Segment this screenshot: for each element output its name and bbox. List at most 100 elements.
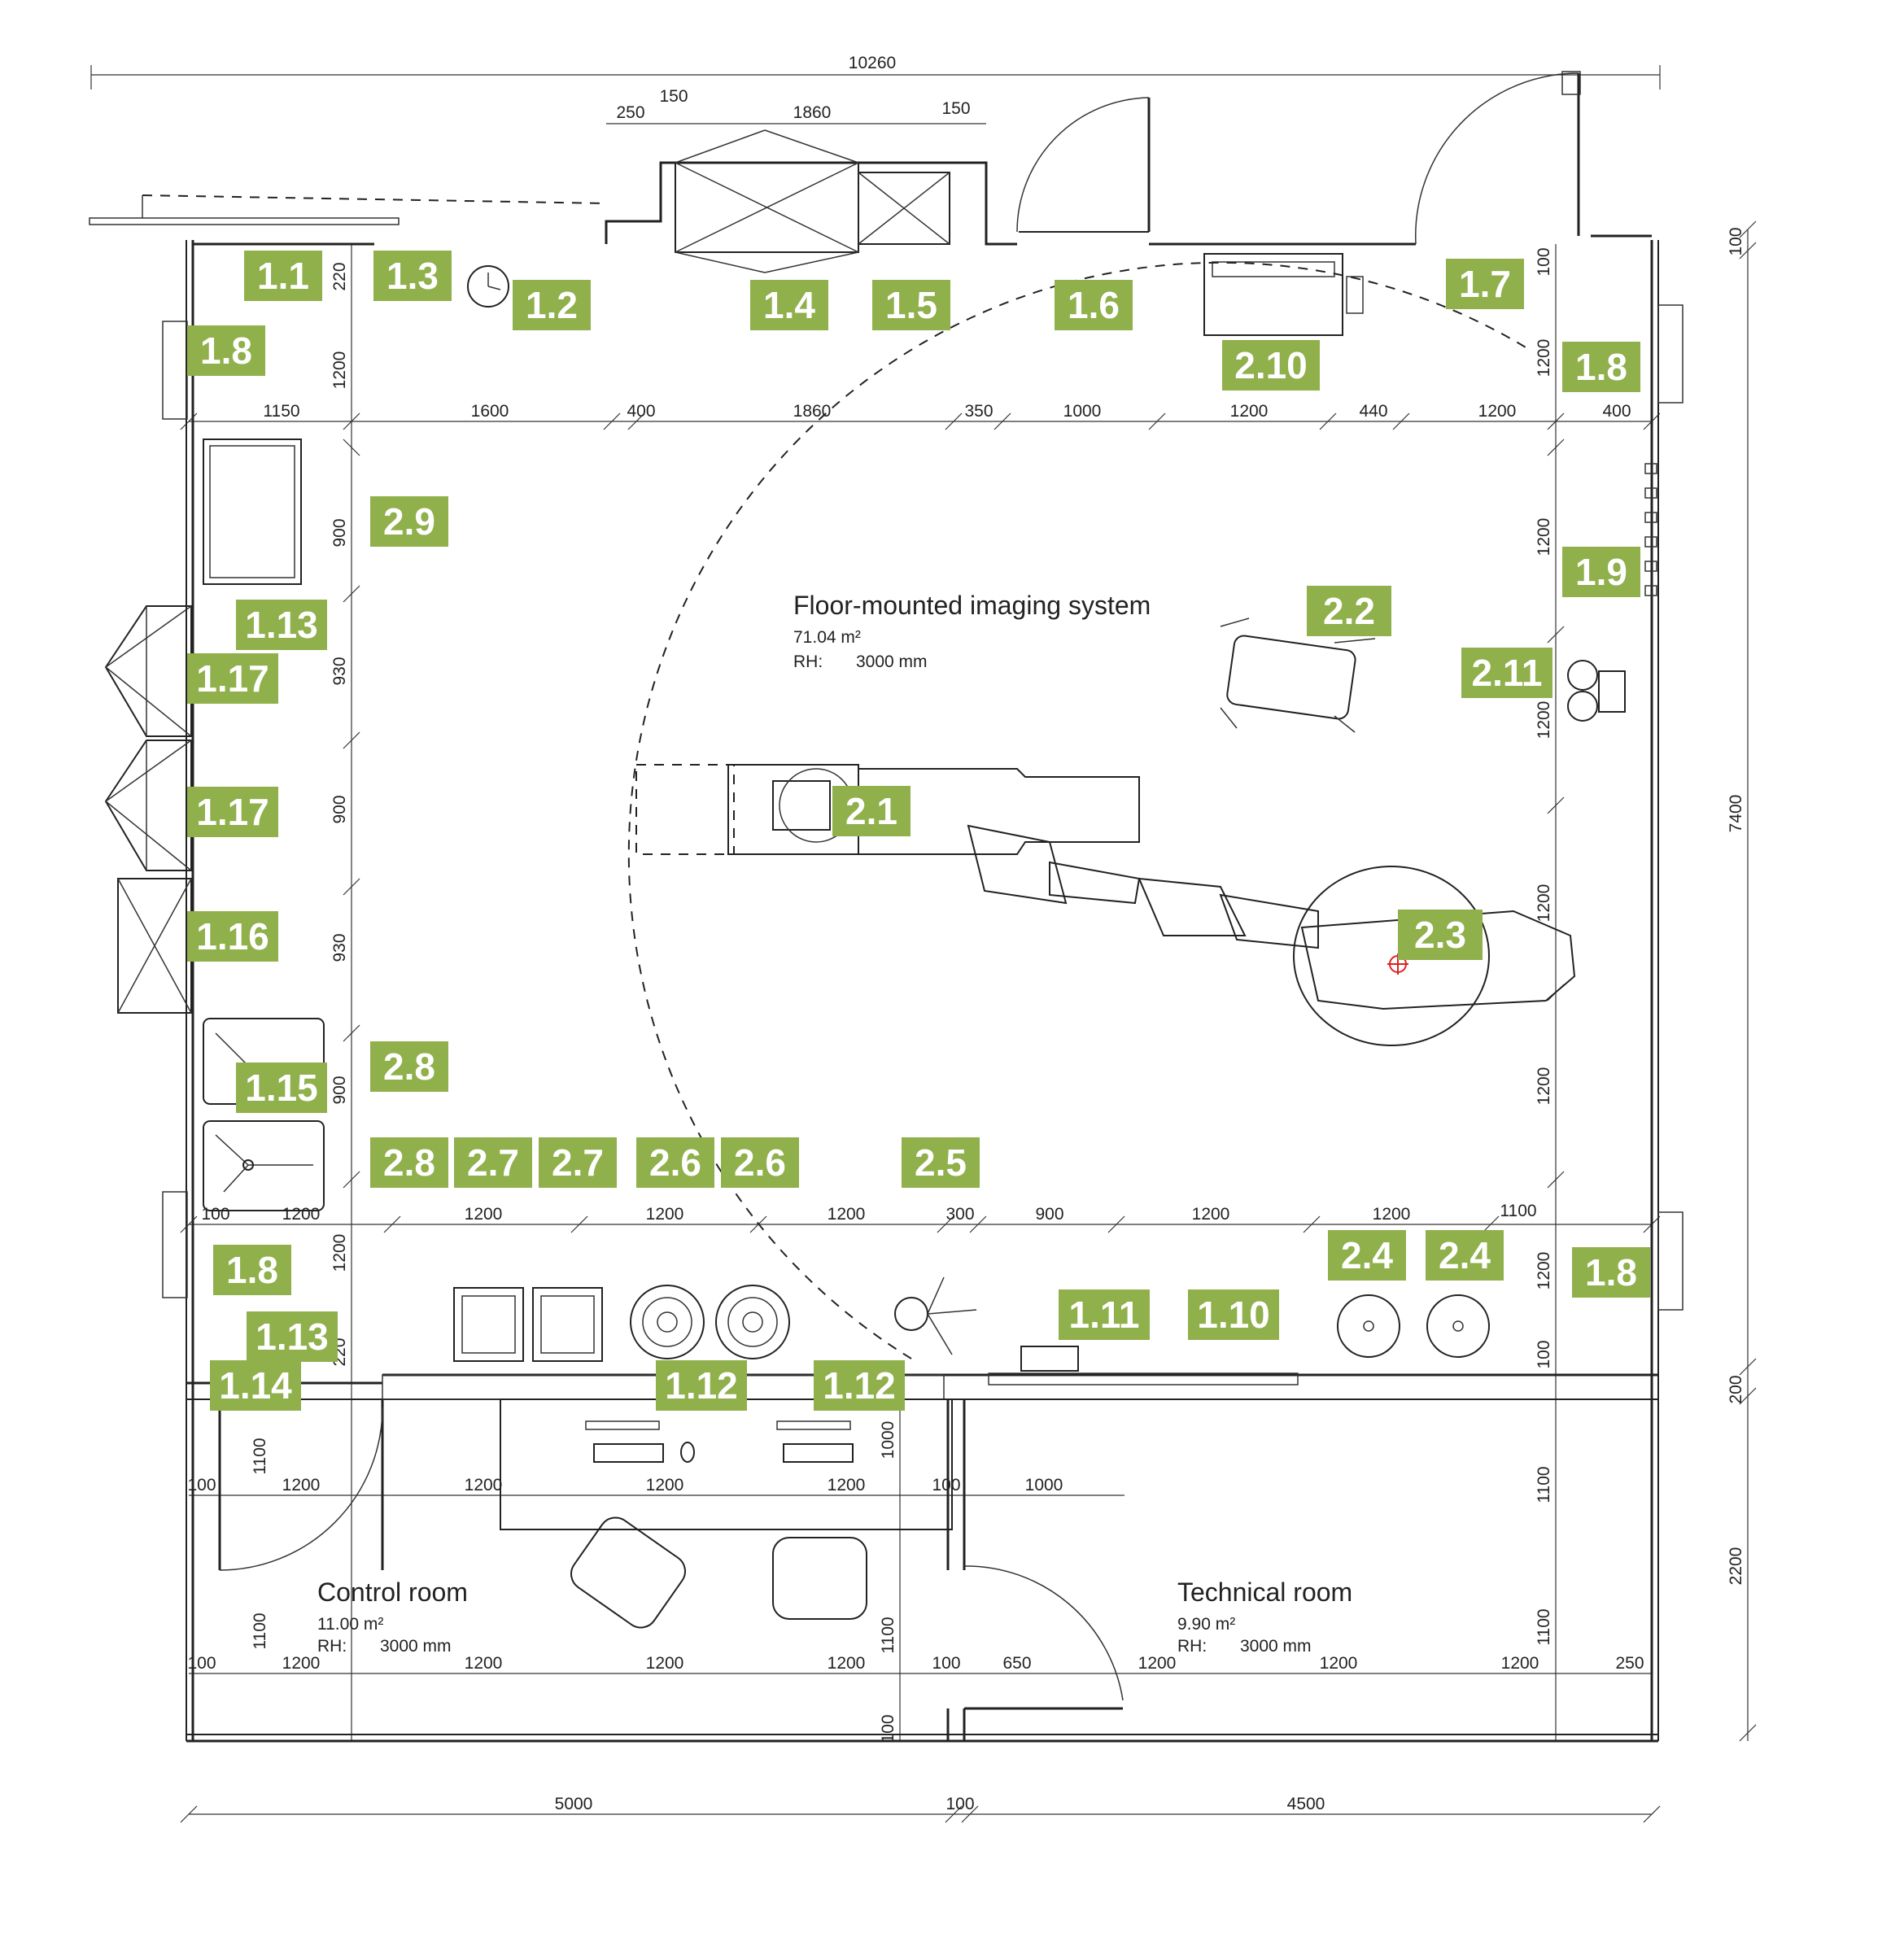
equipment-tag-box xyxy=(1461,648,1552,698)
dim-left-9: 1100 xyxy=(251,1438,269,1474)
dim-bottom-0: 5000 xyxy=(555,1795,593,1813)
equipment-tag-box xyxy=(872,280,950,330)
room-rh-label-control: RH: xyxy=(317,1637,347,1656)
dim-r4-3: 1200 xyxy=(646,1654,684,1673)
dim-right-4: 1200 xyxy=(1535,884,1553,923)
dim-mid-0: 1000 xyxy=(879,1421,897,1460)
dim-right-1: 1200 xyxy=(1535,339,1553,377)
equipment-tag-box xyxy=(832,786,911,836)
equipment-tag-label: 2.6 xyxy=(649,1141,701,1184)
dim-r4-0: 100 xyxy=(187,1654,216,1673)
equipment-tag-label: 1.1 xyxy=(257,255,309,297)
equipment-tag-box xyxy=(750,280,828,330)
shelf xyxy=(203,439,302,585)
equipment-tag-box xyxy=(1426,1230,1504,1281)
equipment-tag-label: 2.11 xyxy=(1472,652,1543,694)
equipment-tag-label: 1.8 xyxy=(226,1249,278,1291)
equipment-tag-box xyxy=(370,1041,448,1092)
dim-top-sub-2: 1860 xyxy=(793,103,832,122)
equipment-tag-label: 1.6 xyxy=(1068,284,1120,326)
equipment-tag-box xyxy=(373,251,452,301)
room-title-technical: Technical room xyxy=(1177,1577,1352,1607)
equipment-tag-label: 1.13 xyxy=(255,1316,329,1358)
dim-r3-4: 1200 xyxy=(828,1476,866,1494)
equipment-tag: 1.8 xyxy=(1572,1247,1650,1298)
equipment-tag-box xyxy=(1059,1289,1150,1340)
equipment-tag-box xyxy=(247,1311,338,1362)
robot-swing-radius xyxy=(627,261,1531,1359)
equipment-tag: 2.9 xyxy=(370,496,448,547)
equipment-tag: 2.11 xyxy=(1461,648,1552,698)
room-rh-label-imaging: RH: xyxy=(793,652,823,671)
dim-farright-3: 2200 xyxy=(1727,1547,1745,1586)
equipment-tag: 1.12 xyxy=(814,1360,905,1411)
equipment-tag: 1.14 xyxy=(210,1360,301,1411)
equipment-tag-label: 1.17 xyxy=(196,791,269,833)
dim-r2-5: 300 xyxy=(945,1205,974,1224)
equipment-tag-label: 2.2 xyxy=(1323,590,1375,632)
dim-right-7: 100 xyxy=(1535,1340,1553,1368)
dim-right-9: 1100 xyxy=(1535,1608,1553,1645)
equipment-tag-box xyxy=(187,911,278,962)
dim-r4-8: 1200 xyxy=(1320,1654,1358,1673)
equipment-tag-label: 2.8 xyxy=(383,1045,435,1088)
control-desk xyxy=(500,1398,953,1629)
equipment-tag: 2.4 xyxy=(1328,1230,1406,1281)
equipment-tag-box xyxy=(1307,586,1391,636)
storage-cabinets xyxy=(104,605,192,1014)
equipment-tag: 2.6 xyxy=(636,1137,714,1188)
dim-r2-7: 1200 xyxy=(1192,1205,1230,1224)
dim-r3-6: 1000 xyxy=(1025,1476,1063,1494)
equipment-tag: 2.8 xyxy=(370,1041,448,1092)
clock-icon xyxy=(467,265,509,308)
equipment-tag-box xyxy=(236,600,327,650)
room-label-imaging: Floor-mounted imaging system 71.04 m² RH… xyxy=(793,591,1151,671)
wall-sockets xyxy=(1644,463,1657,596)
dim-left-3: 930 xyxy=(330,657,349,685)
room-area-technical: 9.90 m² xyxy=(1177,1615,1235,1634)
trolley xyxy=(1220,617,1376,733)
dim-r3-2: 1200 xyxy=(465,1476,503,1494)
equipment-tag: 1.17 xyxy=(187,787,278,837)
dim-bottom-2: 4500 xyxy=(1287,1795,1325,1813)
equipment-tag-label: 1.12 xyxy=(665,1364,738,1407)
equipment-tag-box xyxy=(1562,547,1640,597)
equipment-tag-label: 2.4 xyxy=(1341,1234,1393,1276)
dim-top-total: 10260 xyxy=(849,54,896,72)
equipment-tag-box xyxy=(656,1360,747,1411)
equipment-tag: 2.3 xyxy=(1398,910,1483,960)
room-rh-label-technical: RH: xyxy=(1177,1637,1207,1656)
dim-r3-0: 100 xyxy=(187,1476,216,1494)
equipment-tag: 1.9 xyxy=(1562,547,1640,597)
equipment-tag-box xyxy=(1222,340,1320,391)
dim-r4-5: 100 xyxy=(932,1654,960,1673)
dim-right-3: 1200 xyxy=(1535,701,1553,740)
room-area-control: 11.00 m² xyxy=(317,1615,383,1634)
equipment-tag-label: 1.17 xyxy=(196,657,269,700)
equipment-tag-label: 2.9 xyxy=(383,500,435,543)
equipment-tag-box xyxy=(370,496,448,547)
equipment-tag: 1.8 xyxy=(1562,342,1640,392)
equipment-tag-box xyxy=(244,251,322,301)
dim-r3-1: 1200 xyxy=(282,1476,321,1494)
dim-r4-4: 1200 xyxy=(828,1654,866,1673)
equipment-tag-box xyxy=(213,1245,291,1295)
equipment-tag-label: 1.13 xyxy=(245,604,318,646)
cabinet xyxy=(1203,253,1364,336)
waste-buckets xyxy=(630,1285,790,1359)
equipment-tag-label: 2.1 xyxy=(845,790,897,832)
equipment-tag: 1.13 xyxy=(236,600,327,650)
equipment-tag: 1.8 xyxy=(213,1245,291,1295)
dim-r2-0: 100 xyxy=(201,1205,229,1224)
room-area-imaging: 71.04 m² xyxy=(793,628,861,647)
equipment-tag: 1.3 xyxy=(373,251,452,301)
room-label-technical: Technical room 9.90 m² RH: 3000 mm xyxy=(1177,1577,1352,1656)
equipment-tag-label: 1.5 xyxy=(885,284,937,326)
room-title-imaging: Floor-mounted imaging system xyxy=(793,591,1151,620)
equipment-tag: 2.7 xyxy=(539,1137,617,1188)
equipment-tag: 1.11 xyxy=(1059,1289,1150,1340)
dim-right-6: 1200 xyxy=(1535,1252,1553,1290)
dim-top-sub-3: 150 xyxy=(941,99,970,118)
dim-r1-9: 400 xyxy=(1602,402,1631,421)
dim-right-0: 100 xyxy=(1535,247,1553,276)
